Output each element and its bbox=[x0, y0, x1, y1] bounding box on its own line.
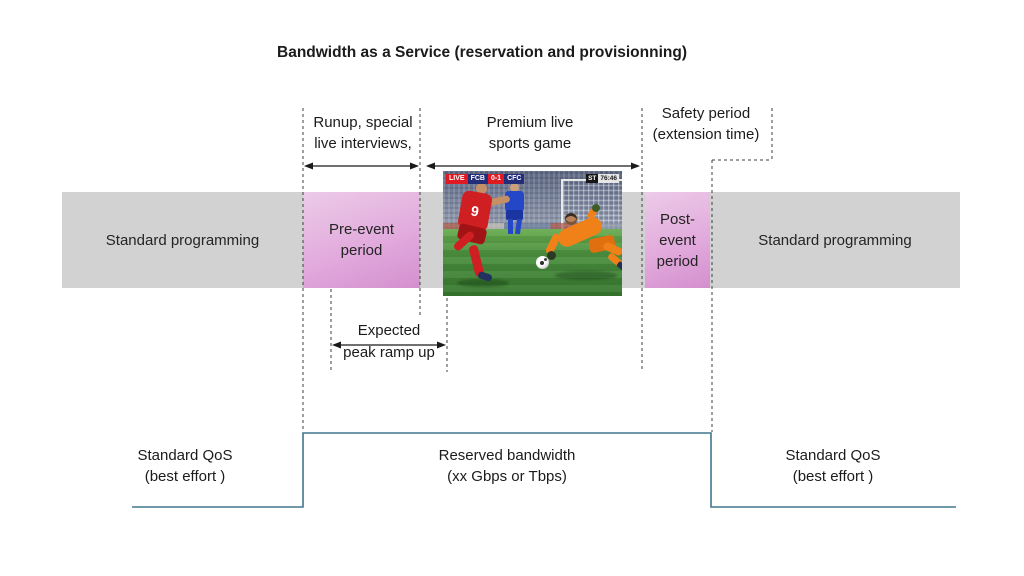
ad-boards bbox=[443, 223, 622, 230]
pre-event-line1: Pre-event bbox=[328, 221, 395, 238]
qos-right-line1: Standard QoS bbox=[785, 447, 881, 464]
premium-game-arrow bbox=[426, 162, 640, 170]
goalkeeper-boot bbox=[616, 260, 622, 272]
home-team: FCB bbox=[467, 174, 488, 184]
match-clock: ST 76:46 bbox=[586, 174, 619, 183]
goalkeeper-shadow bbox=[555, 271, 617, 280]
ramp-line1: Expected bbox=[357, 322, 421, 339]
goalkeeper-glove-down bbox=[547, 251, 556, 260]
reserved-bandwidth-label: Reserved bandwidth (xx Gbps or Tbps) bbox=[439, 445, 576, 487]
blue-player-leg bbox=[508, 219, 513, 234]
soccer-ball bbox=[536, 256, 549, 269]
runup-line2: live interviews, bbox=[314, 135, 412, 152]
standard-programming-right-text: Standard programming bbox=[758, 231, 912, 249]
ramp-line2: peak ramp up bbox=[343, 344, 435, 361]
standard-programming-left-label: Standard programming bbox=[62, 192, 303, 288]
ramp-annotation: Expected peak ramp up bbox=[343, 320, 435, 364]
pre-event-line2: period bbox=[340, 242, 383, 259]
standard-programming-right-label: Standard programming bbox=[710, 192, 960, 288]
goalkeeper-glove-up bbox=[592, 204, 600, 212]
clock-time: 76:46 bbox=[598, 174, 619, 183]
score: 0-1 bbox=[487, 174, 505, 184]
post-event-line1: Post- bbox=[659, 210, 695, 228]
red-player-arm bbox=[489, 194, 511, 207]
qos-left-line2: (best effort ) bbox=[144, 468, 226, 485]
qos-right-label: Standard QoS (best effort ) bbox=[785, 445, 880, 487]
pre-event-band bbox=[303, 192, 420, 288]
pre-event-label: Pre-event period bbox=[303, 192, 420, 288]
scoreboard: LIVE FCB 0-1 CFC bbox=[446, 174, 525, 184]
premium-annotation: Premium live sports game bbox=[487, 112, 574, 154]
qos-left-line1: Standard QoS bbox=[137, 447, 233, 464]
post-event-line3: period bbox=[656, 252, 699, 270]
goalkeeper-head bbox=[565, 213, 577, 225]
blue-player-head bbox=[510, 183, 519, 192]
ball-patch bbox=[544, 258, 547, 261]
away-team: CFC bbox=[504, 174, 525, 184]
post-event-line2: event bbox=[659, 231, 696, 249]
premium-line2: sports game bbox=[488, 135, 572, 152]
live-badge: LIVE bbox=[446, 174, 468, 184]
page-title: Bandwidth as a Service (reservation and … bbox=[277, 44, 687, 61]
reserved-line1: Reserved bandwidth bbox=[438, 447, 576, 464]
player-shadow bbox=[457, 279, 509, 287]
red-player-head bbox=[476, 183, 487, 194]
runup-line1: Runup, special bbox=[313, 114, 413, 131]
standard-programming-left-text: Standard programming bbox=[105, 231, 260, 249]
reserved-line2: (xx Gbps or Tbps) bbox=[447, 468, 567, 485]
ball-patch bbox=[540, 261, 544, 265]
safety-line1: Safety period bbox=[661, 105, 751, 122]
post-event-band bbox=[645, 192, 710, 288]
red-player-boot bbox=[477, 271, 493, 282]
qos-right-line2: (best effort ) bbox=[792, 468, 874, 485]
blue-player-torso bbox=[505, 191, 524, 212]
qos-left-label: Standard QoS (best effort ) bbox=[137, 445, 232, 487]
post-event-label: Post- event period bbox=[645, 192, 710, 288]
runup-period-arrow bbox=[304, 162, 419, 170]
premium-line1: Premium live bbox=[486, 114, 574, 131]
red-player-figure: 9 bbox=[450, 181, 525, 291]
blue-player-shorts bbox=[506, 210, 523, 220]
goalkeeper-figure bbox=[544, 204, 622, 279]
sports-game-photo: 9 LIVE FCB 0-1 CFC bbox=[443, 171, 622, 296]
jersey-number: 9 bbox=[469, 202, 481, 220]
clock-period: ST bbox=[586, 174, 599, 183]
safety-line2: (extension time) bbox=[652, 126, 760, 143]
runup-annotation: Runup, special live interviews, bbox=[313, 112, 412, 154]
safety-annotation: Safety period (extension time) bbox=[653, 103, 760, 145]
blue-player-figure bbox=[499, 183, 533, 235]
